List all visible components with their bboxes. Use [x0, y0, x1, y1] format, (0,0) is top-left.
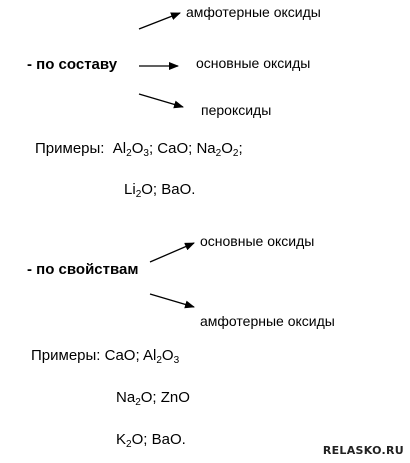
- properties-heading: - по свойствам: [27, 261, 139, 278]
- examples-label: Примеры:: [35, 140, 105, 157]
- arrow-to-basic-oxides-2: [149, 242, 195, 263]
- formula-al2o3: Al2O3;: [112, 140, 154, 159]
- formula-na2o2: Na2O2;: [196, 140, 243, 159]
- arrow-to-amphoteric-oxides: [138, 12, 181, 30]
- branch-basic-oxides-2: основные оксиды: [200, 233, 315, 249]
- formula-k2o: K2O;: [116, 431, 148, 450]
- formula-bao: BaO.: [161, 181, 196, 198]
- formula-na2o: Na2O;: [116, 389, 157, 408]
- arrow-to-amphoteric-oxides-2: [149, 293, 195, 309]
- formula-cao-2: CaO;: [104, 347, 140, 364]
- formula-li2o: Li2O;: [124, 181, 158, 200]
- watermark: RELASKO.RU: [322, 444, 404, 457]
- properties-examples-row-3: K2O; BaO.: [116, 431, 186, 450]
- properties-examples-row-2: Na2O; ZnO: [116, 389, 190, 408]
- composition-examples-row-1: Примеры: Al2O3; CaO; Na2O2;: [35, 140, 243, 159]
- arrow-to-peroxides: [138, 93, 184, 109]
- properties-examples-row-1: Примеры: CaO; Al2O3: [31, 347, 180, 366]
- composition-examples-row-2: Li2O; BaO.: [124, 181, 196, 200]
- formula-cao: CaO;: [157, 140, 193, 157]
- formula-al2o3-2: Al2O3: [142, 347, 180, 366]
- composition-heading: - по составу: [27, 56, 118, 73]
- formula-zno: ZnO: [160, 389, 190, 406]
- branch-amphoteric-oxides: амфотерные оксиды: [186, 4, 321, 20]
- examples-label-2: Примеры:: [31, 347, 101, 364]
- branch-amphoteric-oxides-2: амфотерные оксиды: [200, 313, 335, 329]
- branch-peroxides: пероксиды: [201, 102, 272, 118]
- branch-basic-oxides: основные оксиды: [196, 55, 311, 71]
- formula-bao-2: BaO.: [151, 431, 186, 448]
